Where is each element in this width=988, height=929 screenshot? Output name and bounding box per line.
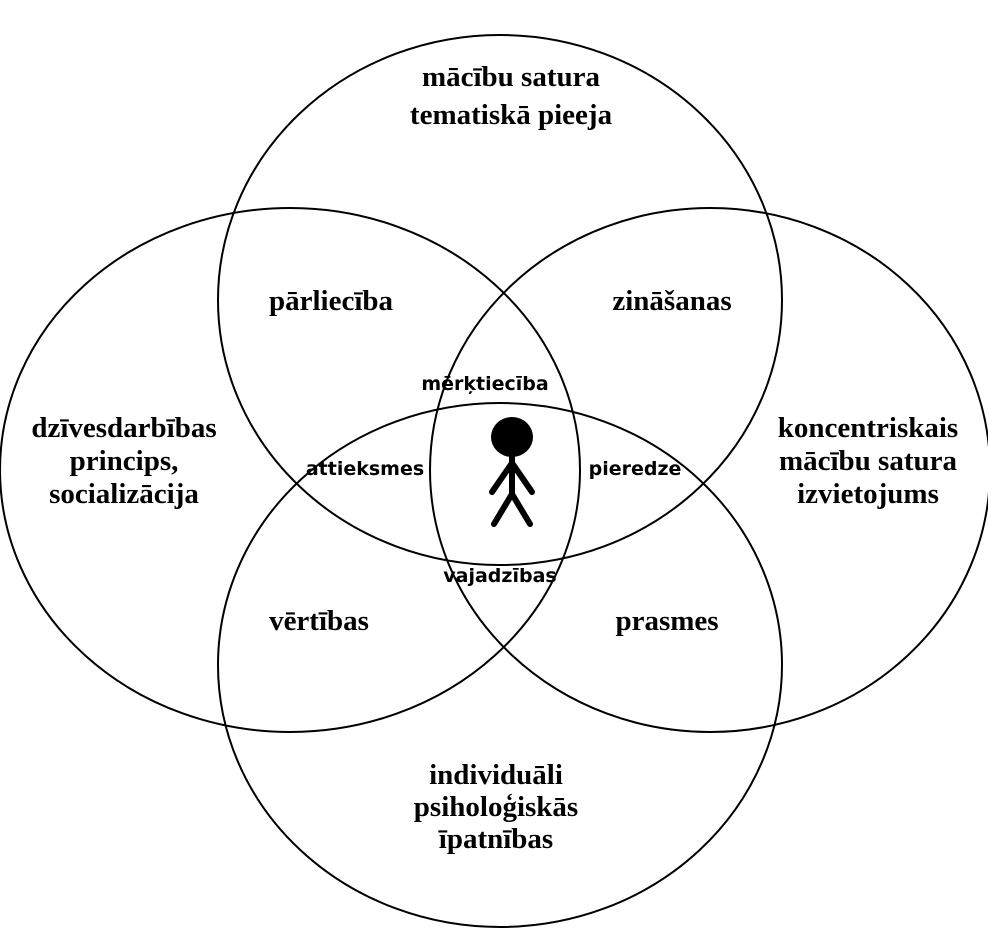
person-icon-leg-left — [491, 491, 515, 527]
center-top-label: mērķtiecība — [421, 373, 548, 395]
person-icon-arm-right — [509, 460, 535, 495]
circle-bottom — [217, 402, 783, 928]
center-left-label: attieksmes — [306, 458, 424, 480]
bottom-circle-label-line-2: psiholoģiskās — [414, 791, 578, 823]
left-circle-label-line-3: socializācija — [49, 478, 199, 510]
right-circle-label-line-2: mācību satura — [779, 445, 958, 477]
top-circle-label: mācību satura tematiskā pieeja — [410, 61, 613, 131]
right-circle-label-line-1: koncentriskais — [778, 412, 958, 444]
person-icon-arm-left — [489, 460, 515, 495]
bottom-circle-label-line-1: individuāli — [429, 759, 563, 791]
circle-left — [0, 207, 581, 733]
left-circle-label-line-2: princips, — [70, 445, 179, 477]
top-circle-label-line-1: mācību satura — [422, 61, 601, 93]
overlap-top-left-label: pārliecība — [269, 285, 394, 317]
right-circle-label: koncentriskais mācību satura izvietojums — [778, 412, 958, 510]
left-circle-label-line-1: dzīvesdarbības — [31, 412, 216, 444]
center-right-label: pieredze — [589, 458, 682, 480]
overlap-bottom-left-label: vērtības — [269, 605, 369, 637]
left-circle-label: dzīvesdarbības princips, socializācija — [31, 412, 216, 510]
top-circle-label-line-2: tematiskā pieeja — [410, 99, 613, 131]
circle-right — [429, 207, 988, 733]
overlap-bottom-right-label: prasmes — [615, 605, 718, 637]
person-icon-leg-right — [509, 491, 533, 527]
right-circle-label-line-3: izvietojums — [797, 478, 939, 510]
person-icon — [489, 417, 535, 527]
overlap-top-right-label: zināšanas — [612, 285, 731, 317]
circle-top — [217, 34, 783, 566]
bottom-circle-label: individuāli psiholoģiskās īpatnības — [414, 759, 578, 855]
center-bottom-label: vajadzības — [443, 565, 556, 587]
person-icon-head — [491, 417, 533, 457]
bottom-circle-label-line-3: īpatnības — [438, 823, 553, 855]
